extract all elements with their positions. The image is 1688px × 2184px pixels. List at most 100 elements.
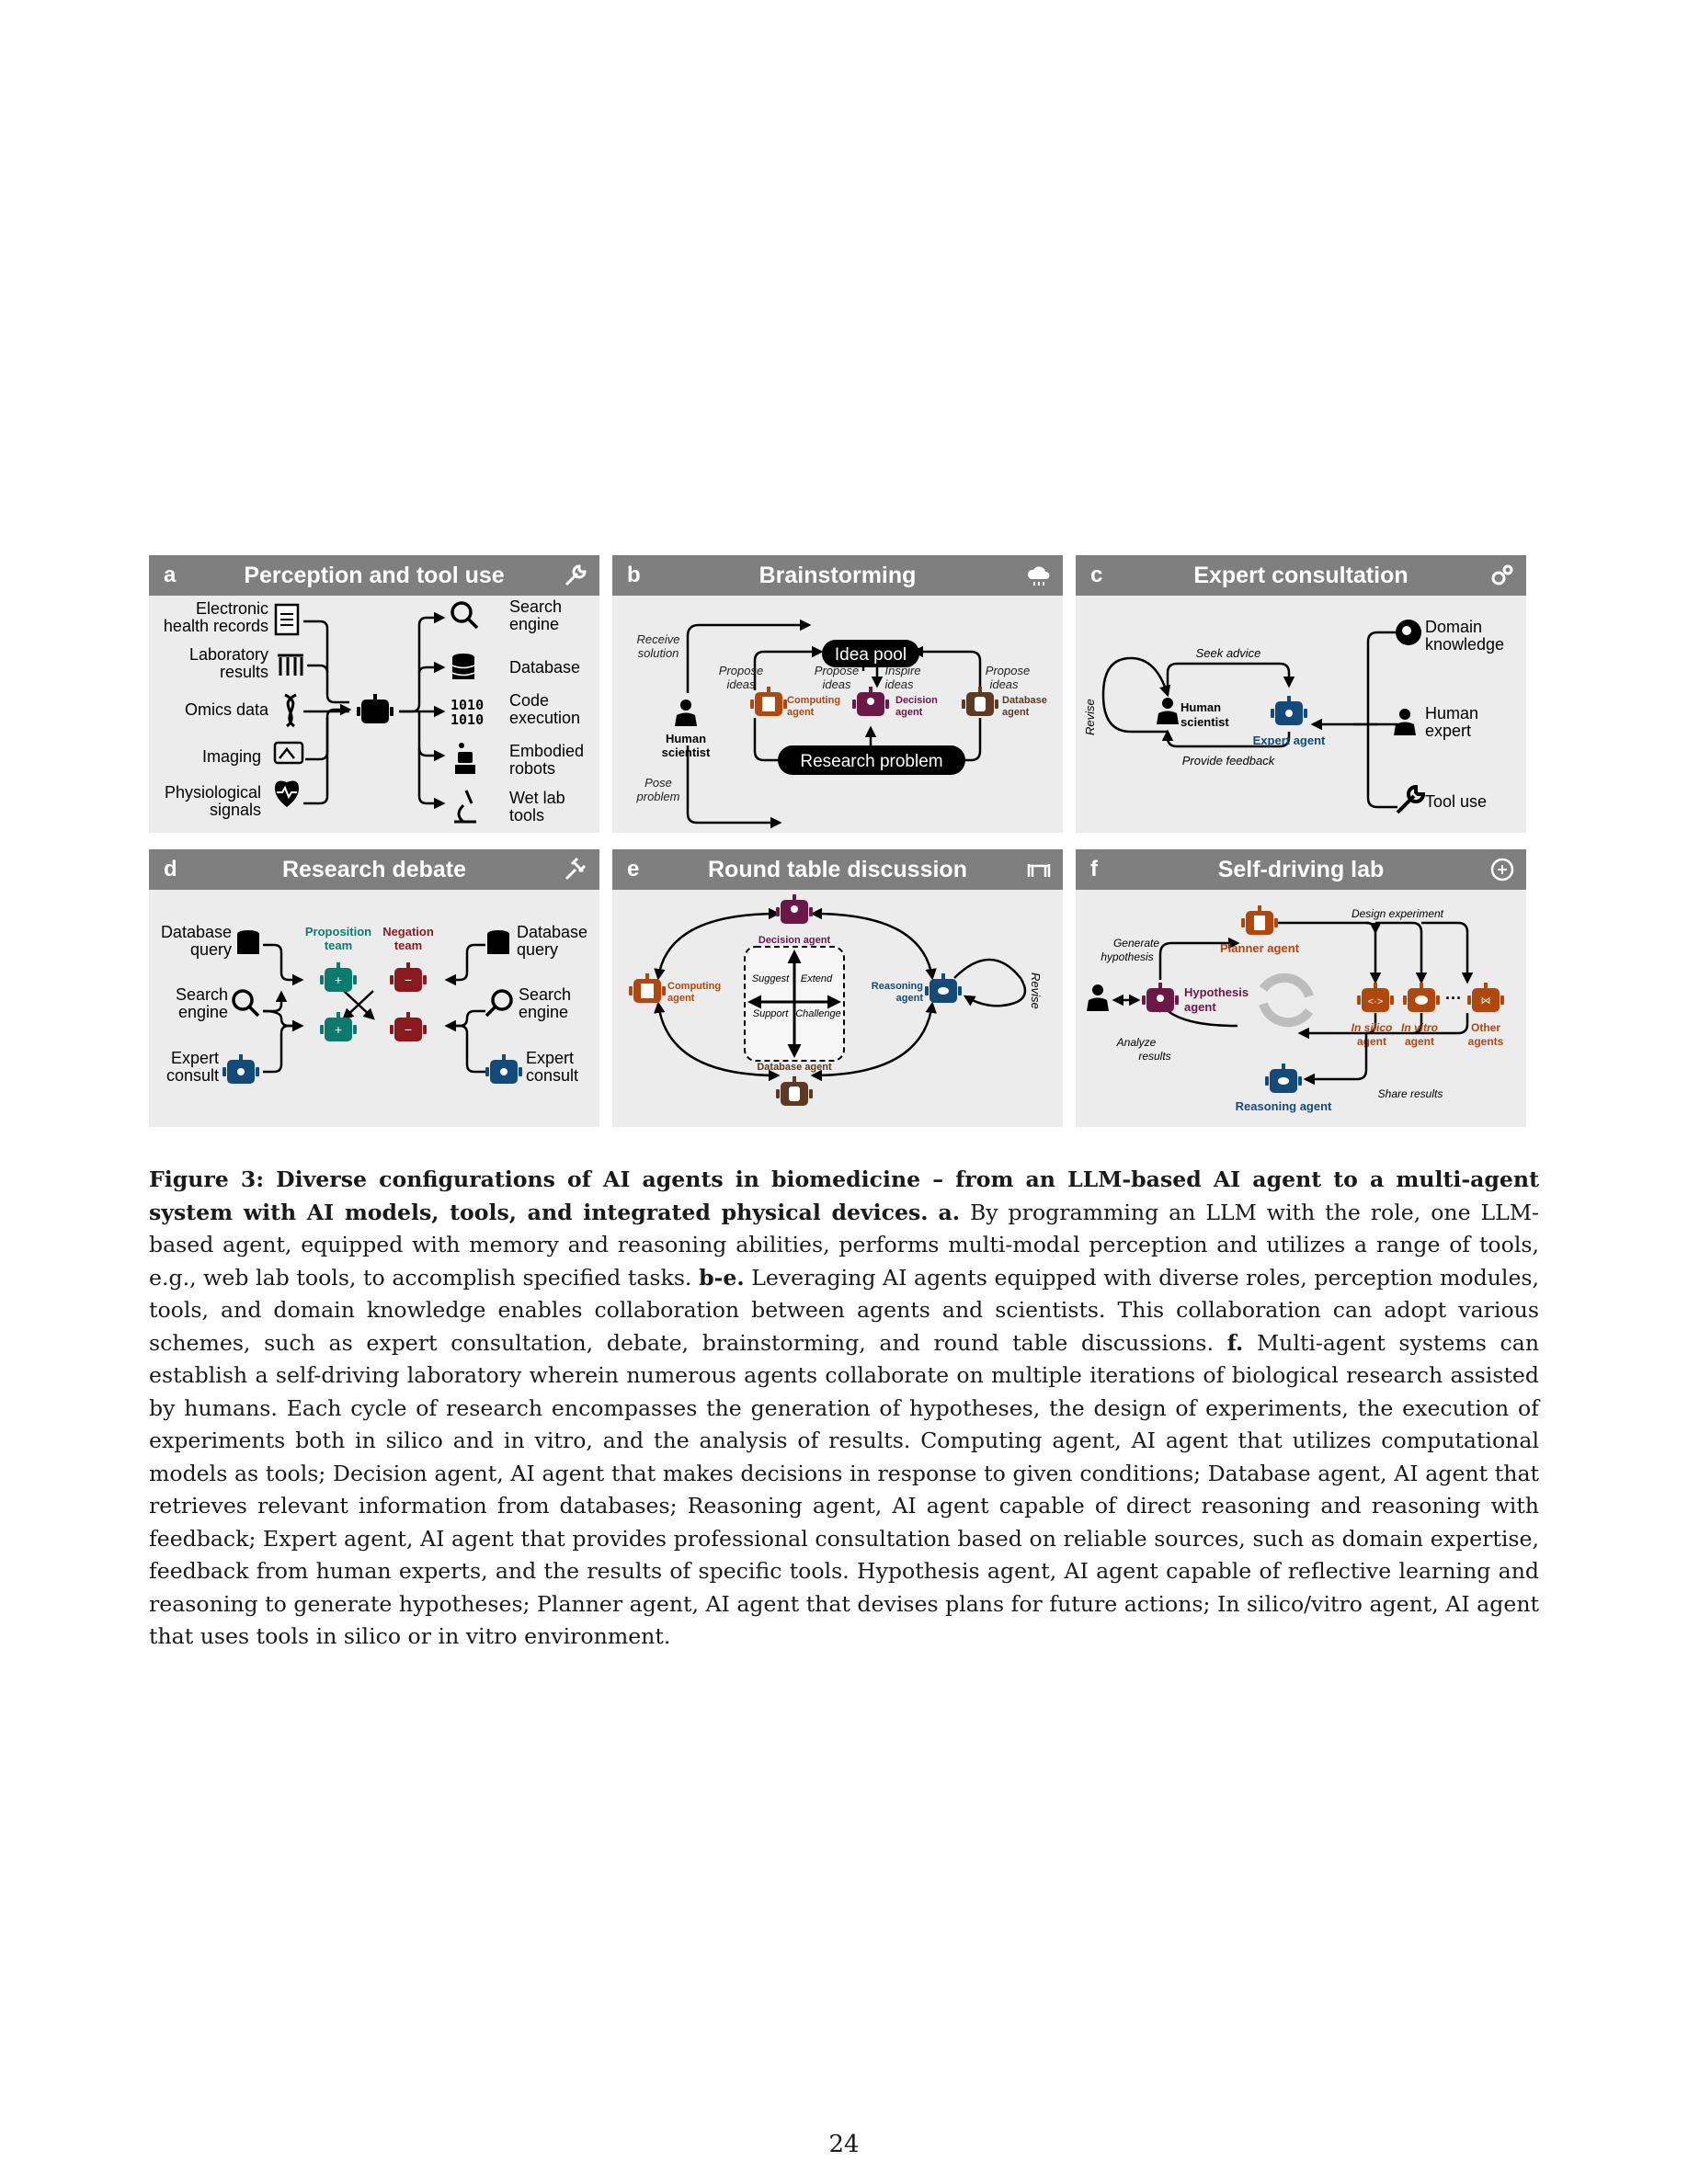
microscope-icon <box>454 790 476 824</box>
seek-label: Seek advice <box>1196 646 1261 660</box>
input-label: Omics data <box>185 700 269 719</box>
head-knowledge-icon <box>1396 620 1421 645</box>
in-vitro-label: agent <box>1405 1035 1434 1048</box>
panel-f-header: f Self-driving lab <box>1076 849 1526 890</box>
design-label: Design experiment <box>1352 907 1444 920</box>
panel-title: Self-driving lab <box>1217 857 1385 882</box>
database-icon <box>487 930 509 954</box>
inspire-label: Inspire <box>884 664 920 677</box>
svg-text:−: − <box>405 1022 412 1037</box>
negation-label: team <box>394 938 422 952</box>
panel-letter: a <box>164 563 177 587</box>
computing-label: agent <box>787 707 815 718</box>
proposition-agent-icon: + <box>320 962 357 992</box>
reasoning-agent-icon <box>925 973 962 1003</box>
extend-label: Extend <box>801 973 833 984</box>
output-label: Search <box>509 597 562 616</box>
panel-letter: d <box>164 857 177 882</box>
propose-label: ideas <box>726 677 756 691</box>
human-label: Human <box>666 732 706 745</box>
other-label: agents <box>1468 1035 1504 1048</box>
inspire-label: ideas <box>884 677 914 691</box>
dna-icon <box>284 693 297 728</box>
panel-d-diagram: Database query Search engine Expert cons… <box>161 923 587 1085</box>
computing-agent-icon <box>629 973 666 1003</box>
database-label: Database agent <box>757 1062 832 1073</box>
imaging-icon <box>273 741 304 765</box>
panel-c-diagram: Seek advice Provide feedback Revise Huma… <box>1083 618 1504 814</box>
caption-f-text: Multi-agent systems can establish a self… <box>149 1329 1540 1650</box>
caption-a-label: a. <box>938 1199 960 1225</box>
panel-a-perception: a Perception and tool use Electronic hea… <box>149 555 599 833</box>
test-tubes-icon <box>278 654 303 676</box>
in-silico-label: In silico <box>1352 1021 1393 1034</box>
computing-label: Computing <box>787 695 840 706</box>
panel-letter: e <box>627 857 640 882</box>
gavel-icon <box>565 857 587 881</box>
generate-label: Generate <box>1113 937 1159 950</box>
challenge-label: Challenge <box>795 1008 841 1019</box>
panel-letter: c <box>1090 563 1103 587</box>
svg-text:<·>: <·> <box>1368 996 1384 1007</box>
output-label: robots <box>509 759 555 778</box>
left-label: Database <box>161 923 232 941</box>
reasoning-label: Reasoning <box>872 981 923 992</box>
input-label: results <box>220 663 268 681</box>
code-icon: 1010 <box>451 697 484 713</box>
right-label: Database <box>517 923 587 941</box>
share-label: Share results <box>1378 1087 1443 1100</box>
output-label: Code <box>509 691 549 710</box>
human-scientist-icon <box>1087 984 1109 1011</box>
computing-label: Computing <box>667 981 721 992</box>
domain-label: knowledge <box>1425 635 1504 654</box>
panel-b-header: b Brainstorming <box>612 555 1063 596</box>
in-vitro-label: In vitro <box>1401 1021 1438 1034</box>
panel-c-expert-consultation: c Expert consultation Seek advice Provid… <box>1076 555 1526 833</box>
svg-text:−: − <box>405 973 412 987</box>
expert-agent-label: Expert agent <box>1253 734 1326 747</box>
right-label: consult <box>526 1066 578 1085</box>
page-number: 24 <box>828 2131 860 2158</box>
panel-letter: f <box>1090 857 1098 882</box>
output-label: execution <box>509 709 580 727</box>
decision-agent-icon <box>852 687 889 716</box>
receive-label: solution <box>638 646 679 660</box>
hypothesis-agent-icon <box>1142 983 1179 1012</box>
ellipsis-icon: ··· <box>1445 989 1462 1007</box>
panel-c-header: c Expert consultation <box>1076 555 1526 596</box>
planner-agent-icon <box>1241 905 1278 935</box>
brain-icon <box>1490 858 1514 882</box>
proposition-agent-icon: + <box>320 1012 357 1041</box>
other-label: Other <box>1471 1021 1500 1034</box>
output-label: Database <box>509 658 580 677</box>
suggest-label: Suggest <box>752 973 790 984</box>
database-agent-icon <box>776 1076 813 1106</box>
database-label: Database <box>1002 695 1047 706</box>
in-vitro-agent-icon <box>1403 983 1440 1012</box>
propose-label: Propose <box>815 664 859 677</box>
search-icon <box>232 989 260 1018</box>
propose-label: ideas <box>822 677 851 691</box>
right-label: Expert <box>526 1049 574 1067</box>
database-icon <box>451 654 475 679</box>
tool-use-label: Tool use <box>1425 792 1487 811</box>
panel-a-header: a Perception and tool use <box>149 555 599 596</box>
right-label: query <box>517 940 558 959</box>
output-label: Wet lab <box>509 789 565 807</box>
receive-label: Receive <box>637 632 680 646</box>
input-label: Imaging <box>202 747 261 766</box>
panel-title: Perception and tool use <box>244 563 505 588</box>
caption-be-text: Leveraging AI agents equipped with diver… <box>149 1264 1540 1356</box>
panel-title: Brainstorming <box>758 563 917 588</box>
database-label: agent <box>1002 707 1030 718</box>
wrench-icon <box>1396 784 1426 814</box>
human-scientist-icon <box>1157 698 1179 724</box>
database-icon <box>237 930 259 954</box>
in-silico-agent-icon: <·> <box>1357 983 1394 1012</box>
negation-label: Negation <box>382 925 434 938</box>
wrench-icon <box>565 564 587 586</box>
gears-icon <box>1491 564 1513 586</box>
search-icon <box>485 989 513 1018</box>
caption-f-label: f. <box>1226 1329 1244 1356</box>
decision-label: Decision <box>895 695 938 706</box>
